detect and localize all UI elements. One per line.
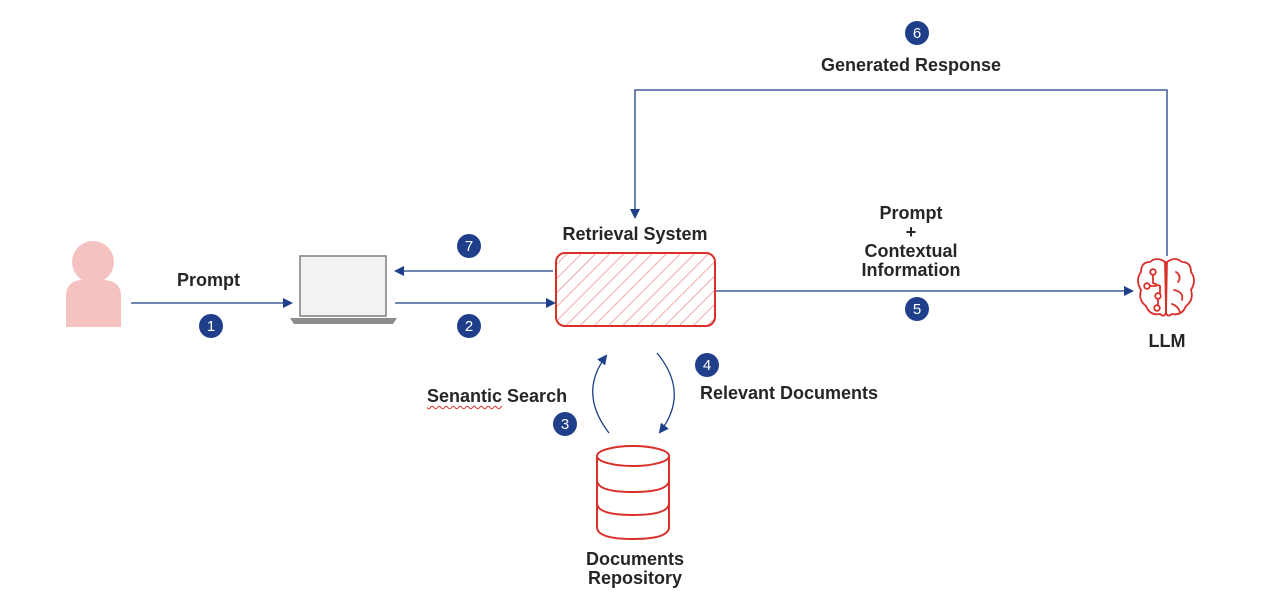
label-documents-line-1: Documents — [585, 549, 685, 569]
label-prompt-plus-context: Prompt + Contextual Information — [862, 204, 961, 280]
label-semantic-search-word: Senantic — [427, 386, 503, 406]
label-prompt-line-1: Prompt — [879, 203, 943, 223]
label-prompt-line-2: + — [905, 221, 917, 242]
database-icon — [596, 445, 670, 541]
arrow-step-6 — [630, 89, 1168, 256]
laptop-icon — [290, 255, 397, 324]
label-prompt-line-3: Contextual — [864, 240, 958, 261]
label-generated-response: Generated Response — [820, 55, 1002, 75]
label-relevant-documents: Relevant Documents — [700, 383, 879, 403]
step-badge-2: 2 — [457, 314, 481, 338]
step-badge-1: 1 — [199, 314, 223, 338]
label-prompt: Prompt — [177, 270, 240, 290]
person-icon — [66, 241, 121, 327]
step-badge-7: 7 — [457, 234, 481, 258]
label-semantic-search: Senantic Search — [427, 387, 567, 406]
step-badge-6: 6 — [905, 21, 929, 45]
step-badge-5: 5 — [905, 297, 929, 321]
step-badge-3: 3 — [553, 412, 577, 436]
arrow-step-3 — [592, 354, 610, 434]
retrieval-system-box — [555, 252, 716, 327]
label-documents-line-2: Repository — [587, 567, 683, 588]
label-semantic-search-rest: Search — [502, 386, 568, 406]
label-prompt-line-4: Information — [861, 259, 961, 280]
label-llm: LLM — [1148, 331, 1186, 351]
step-badge-4: 4 — [695, 353, 719, 377]
arrow-step-4 — [656, 352, 675, 434]
brain-icon — [1137, 258, 1195, 317]
label-retrieval-system: Retrieval System — [562, 224, 708, 244]
label-documents-repository: Documents Repository — [586, 550, 684, 588]
